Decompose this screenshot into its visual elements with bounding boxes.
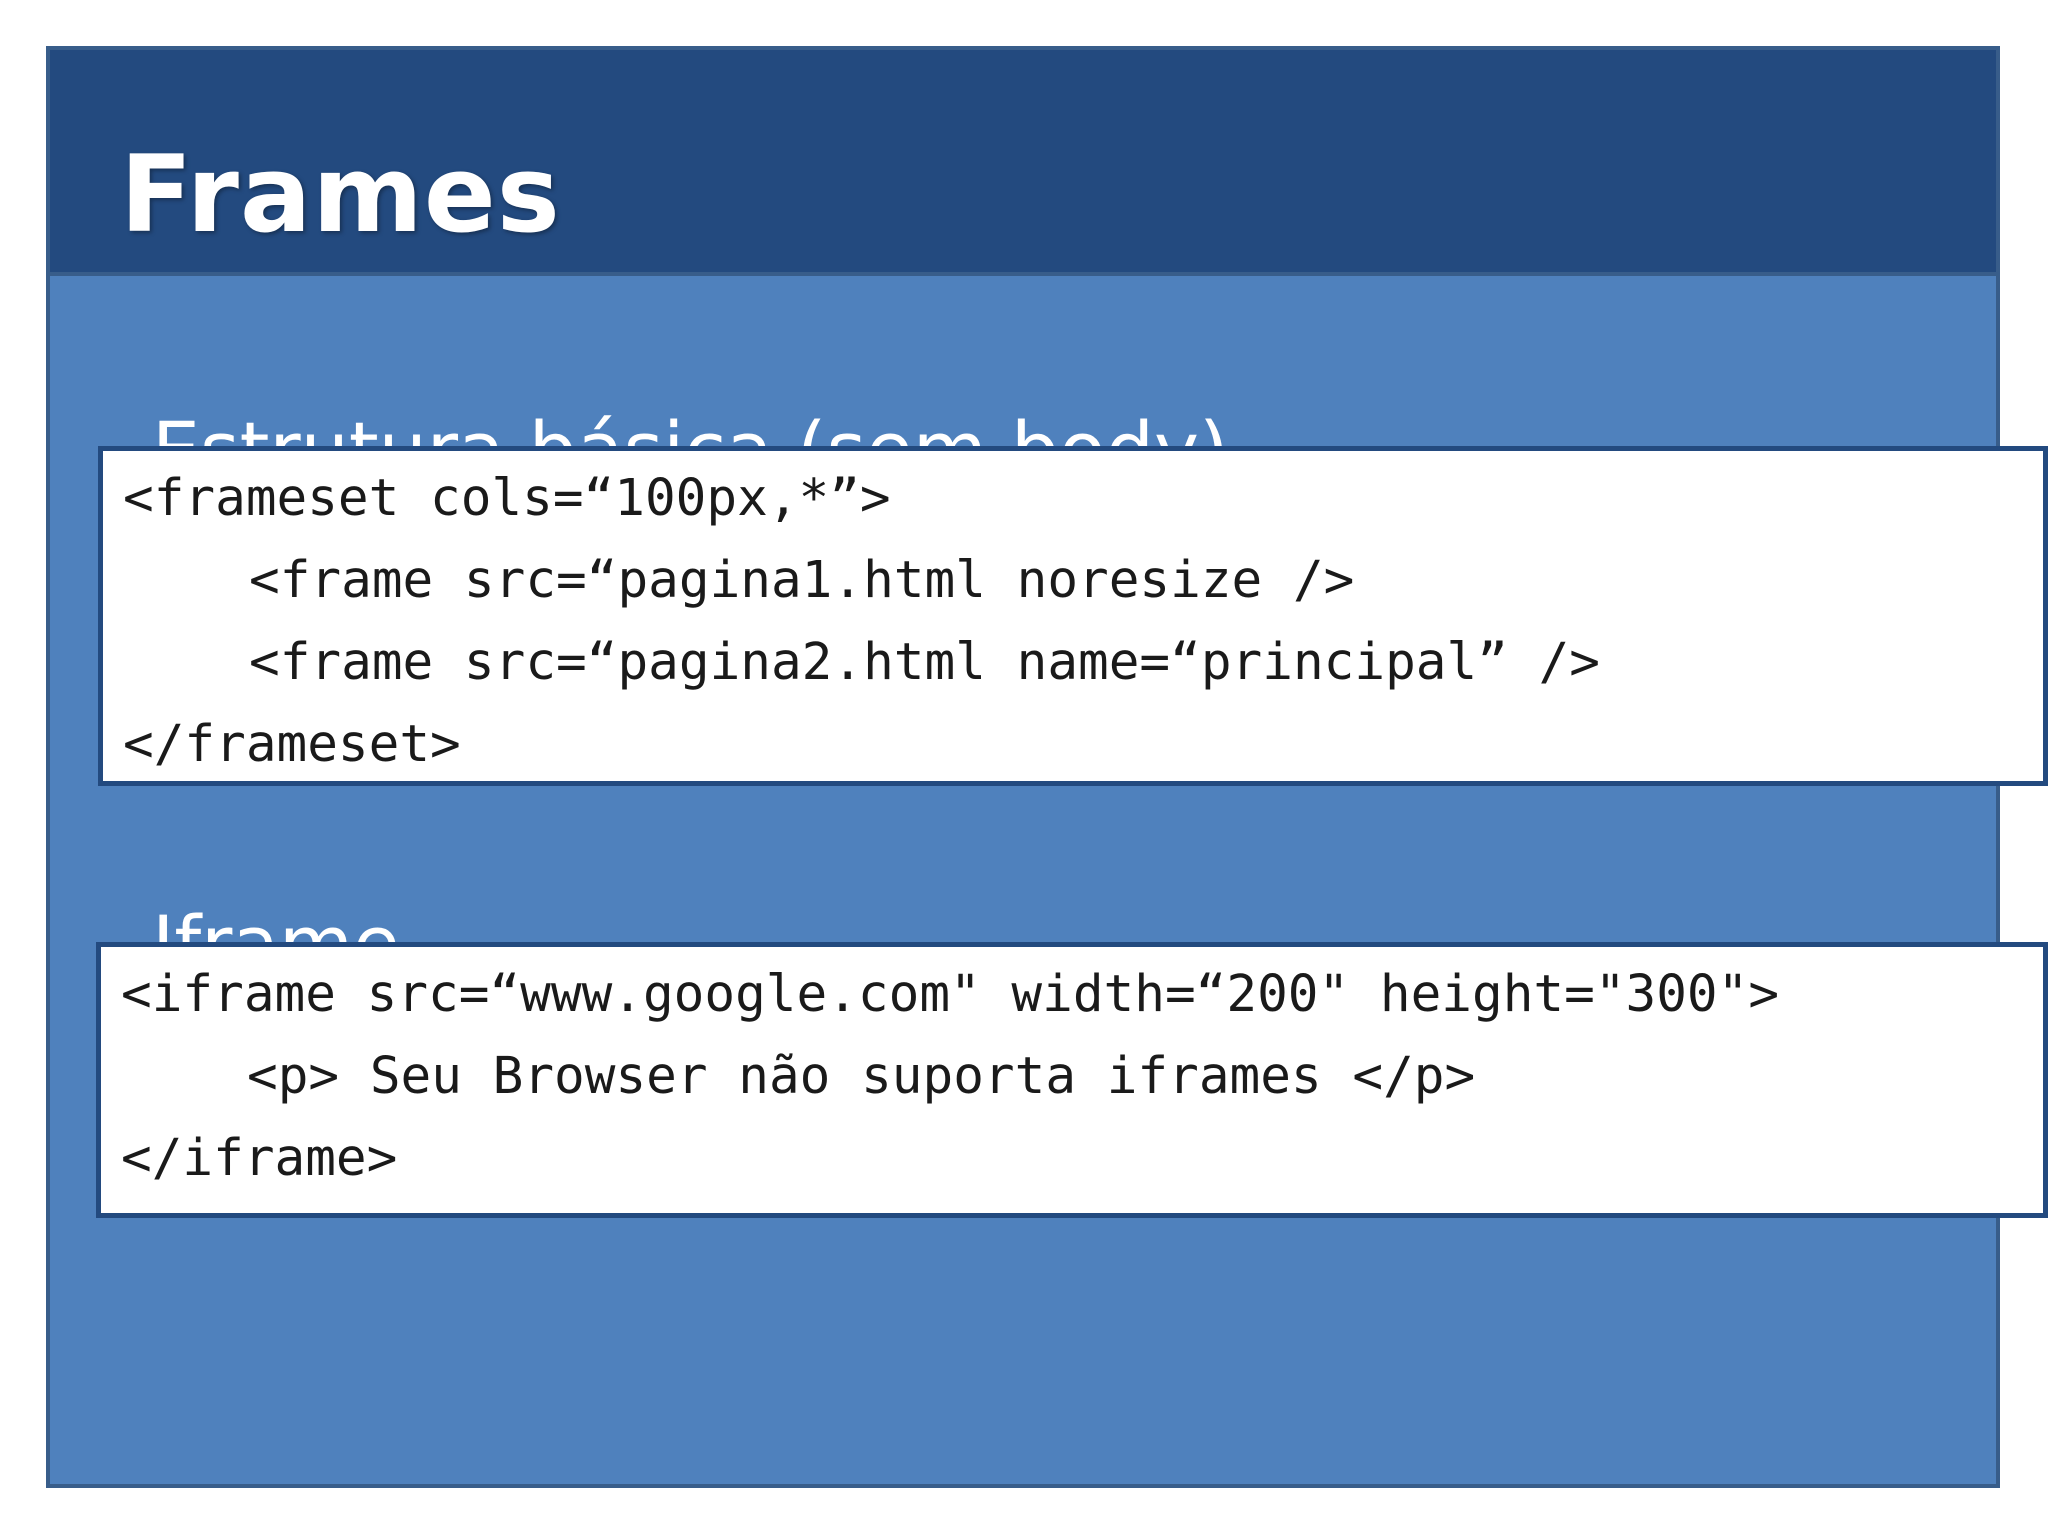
frameset-code-block: <frameset cols=“100px,*”> <frame src=“pa… (98, 446, 2048, 786)
code-line: <frame src=“pagina2.html name=“principal… (249, 633, 1601, 692)
code-line: <iframe src=“www.google.com" width=“200"… (121, 965, 1780, 1024)
title-bar: Frames (50, 50, 1996, 276)
code-line: <frameset cols=“100px,*”> (123, 469, 891, 528)
code-line: <frame src=“pagina1.html noresize /> (249, 551, 1355, 610)
code-line: </frameset> (123, 715, 461, 774)
code-line: </iframe> (121, 1129, 398, 1188)
iframe-code-block: <iframe src=“www.google.com" width=“200"… (96, 942, 2048, 1218)
code-line: <p> Seu Browser não suporta iframes </p> (247, 1047, 1476, 1106)
slide-title: Frames (120, 133, 561, 256)
